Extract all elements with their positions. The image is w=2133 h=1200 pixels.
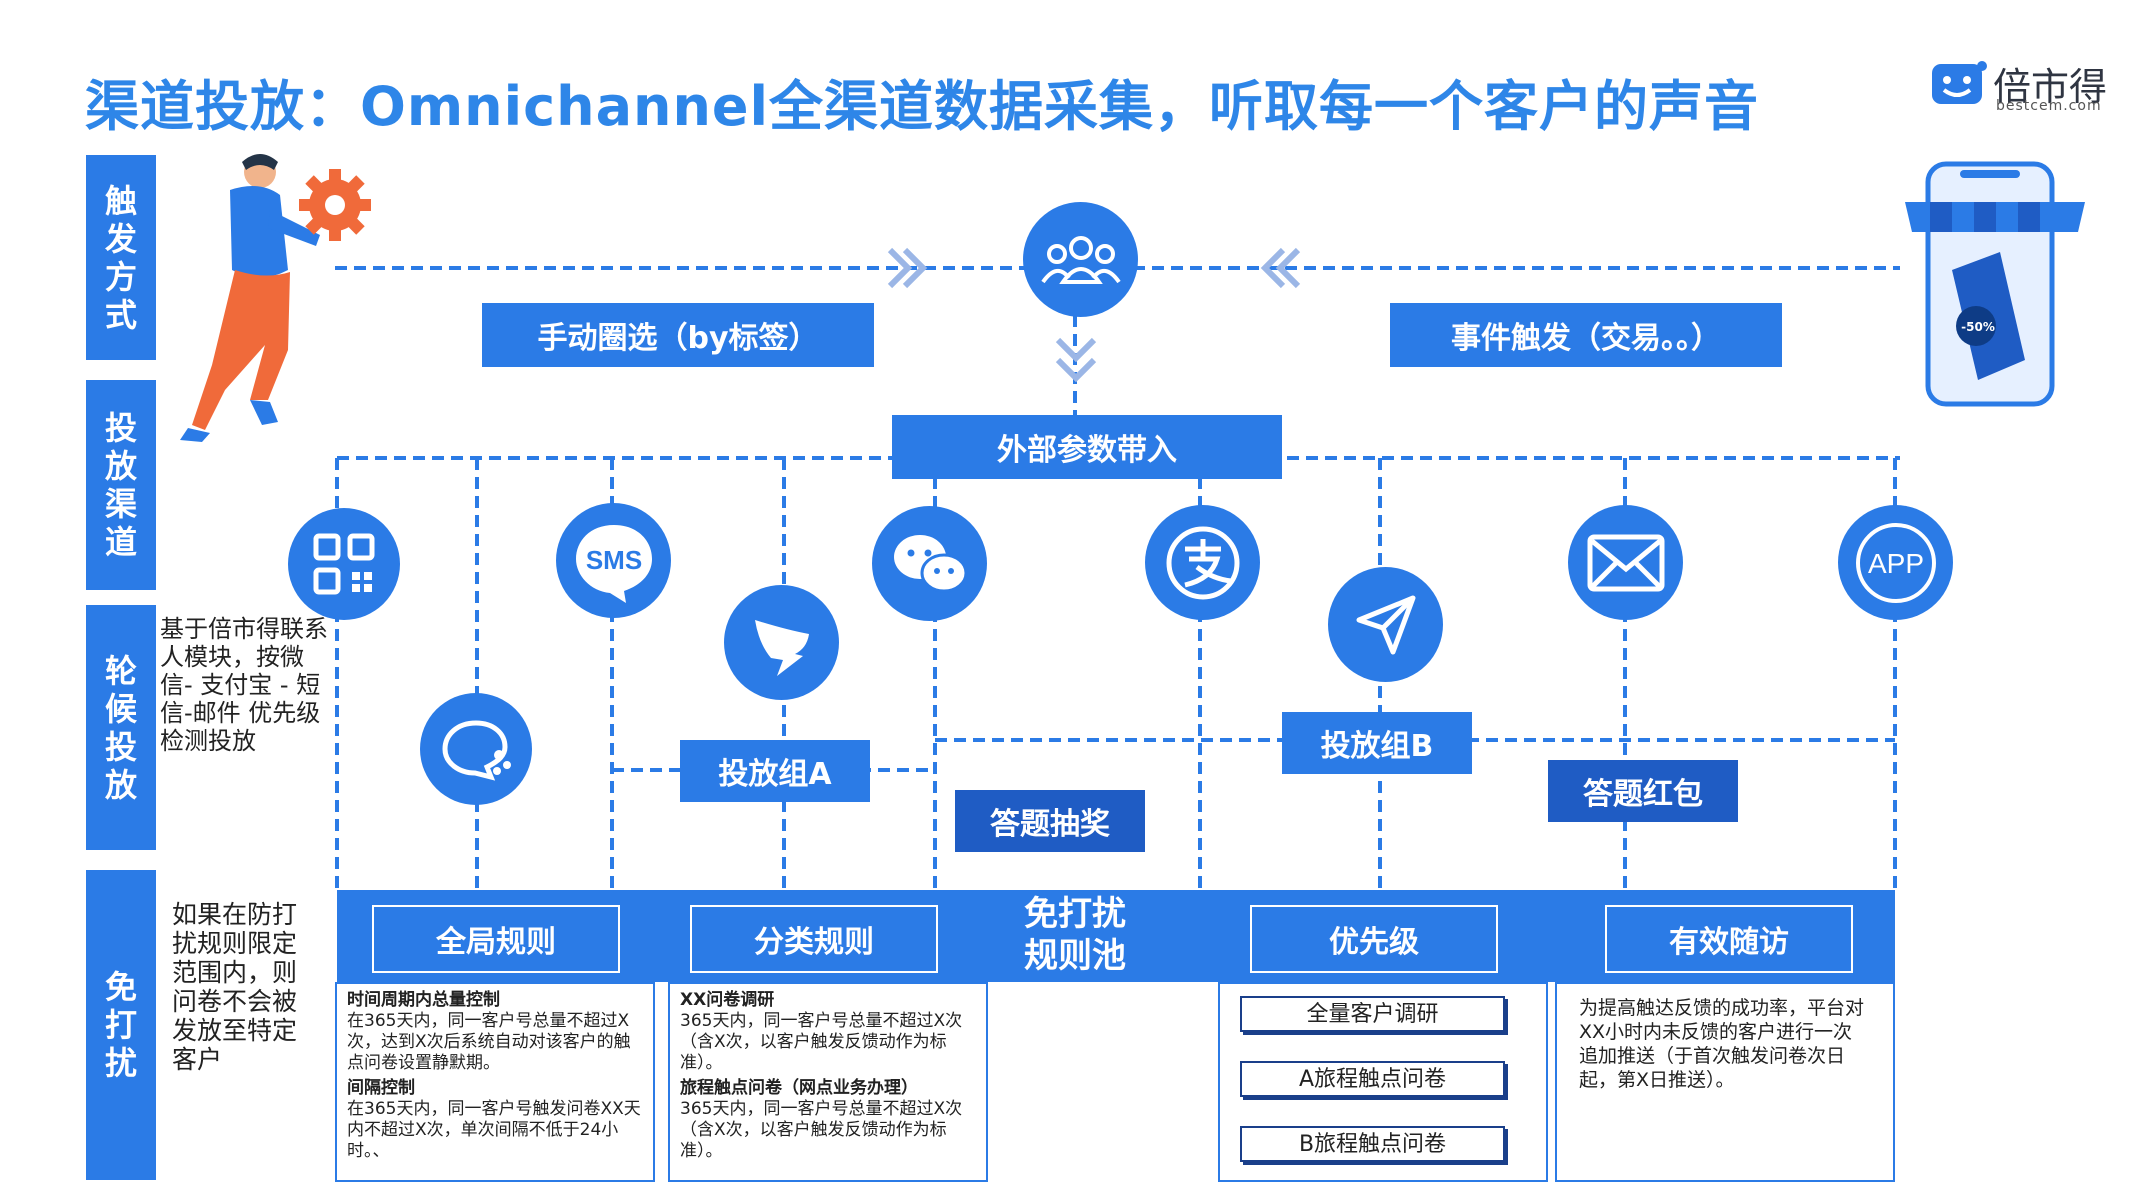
sidebar-channel: 投放渠道 bbox=[86, 380, 156, 590]
followup-text: 为提高触达反馈的成功率，平台对XX小时内未反馈的客户进行一次追加推送（于首次触发… bbox=[1579, 997, 1865, 1091]
global-rule-heading-1: 时间周期内总量控制 bbox=[347, 990, 500, 1010]
category-rule-heading-1: XX问卷调研 bbox=[680, 990, 775, 1010]
nodisturb-pool-title: 免打扰规则池 bbox=[1024, 894, 1126, 976]
qrcode-icon bbox=[313, 533, 375, 595]
logo-domain: bestcem.com bbox=[1996, 98, 2102, 114]
imessage-channel bbox=[420, 693, 532, 805]
send-channel bbox=[1328, 567, 1443, 682]
phone-icon bbox=[1905, 161, 2085, 407]
wechat-channel bbox=[872, 506, 987, 621]
sidebar-poll: 轮候投放 bbox=[86, 605, 156, 850]
logo-text: 倍市得 bbox=[1993, 65, 2108, 109]
priority-tab: 优先级 bbox=[1250, 905, 1498, 973]
nodisturb-note: 如果在防打扰规则限定范围内，则问卷不会被发放至特定客户 bbox=[172, 900, 298, 1074]
app-icon: APP bbox=[1855, 522, 1936, 603]
sms-icon: SMS bbox=[575, 524, 652, 603]
category-rules-tab: 分类规则 bbox=[690, 905, 938, 973]
email-channel bbox=[1568, 505, 1683, 620]
discount-tag: -50% bbox=[1961, 320, 1995, 334]
phone-shop-illustration: -50% bbox=[1900, 160, 2090, 410]
category-rule-text-1: 365天内，同一客户号总量不超过X次（含X次，以客户触发反馈动作为标准）。 bbox=[680, 1011, 963, 1073]
priority-panel: 全量客户调研 A旅程触点问卷 B旅程触点问卷 bbox=[1218, 982, 1548, 1182]
category-rule-text-2: 365天内，同一客户号总量不超过X次（含X次，以客户触发反馈动作为标准）。 bbox=[680, 1099, 963, 1161]
global-rules-panel: 时间周期内总量控制 在365天内，同一客户号总量不超过X次，达到X次后系统自动对… bbox=[335, 982, 655, 1182]
dingtalk-channel bbox=[724, 585, 839, 700]
global-rule-heading-2: 间隔控制 bbox=[347, 1078, 415, 1098]
priority-item: B旅程触点问卷 bbox=[1240, 1126, 1505, 1162]
followup-tab: 有效随访 bbox=[1605, 905, 1853, 973]
person-illustration bbox=[180, 154, 371, 442]
sms-label: SMS bbox=[585, 545, 641, 575]
wechat-icon bbox=[893, 534, 967, 592]
global-rule-text-1: 在365天内，同一客户号总量不超过X次，达到X次后系统自动对该客户的触点问卷设置… bbox=[347, 1011, 631, 1073]
event-trigger-box: 事件触发（交易。。） bbox=[1390, 303, 1782, 367]
page-title: 渠道投放：Omnichannel全渠道数据采集，听取每一个客户的声音 bbox=[85, 75, 1760, 138]
priority-item: A旅程触点问卷 bbox=[1240, 1061, 1505, 1097]
manual-trigger-box: 手动圈选（by标签） bbox=[482, 303, 874, 367]
category-rule-heading-2: 旅程触点问卷（网点业务办理） bbox=[680, 1078, 918, 1098]
group-b-box: 投放组B bbox=[1282, 712, 1472, 774]
mail-icon bbox=[1587, 534, 1664, 591]
poll-note: 基于倍市得联系人模块，按微信- 支付宝 - 短信-邮件 优先级检测投放 bbox=[160, 615, 328, 755]
priority-item: 全量客户调研 bbox=[1240, 996, 1505, 1032]
logo-icon bbox=[1932, 61, 1987, 104]
qrcode-channel bbox=[288, 508, 400, 620]
sidebar-trigger: 触发方式 bbox=[86, 155, 156, 360]
global-rules-tab: 全局规则 bbox=[372, 905, 620, 973]
alipay-icon bbox=[1166, 526, 1239, 599]
category-rules-panel: XX问卷调研 365天内，同一客户号总量不超过X次（含X次，以客户触发反馈动作为… bbox=[668, 982, 988, 1182]
external-params-box: 外部参数带入 bbox=[892, 415, 1282, 479]
global-rule-text-2: 在365天内，同一客户号触发问卷XX天内不超过X次，单次间隔不低于24小时。、 bbox=[347, 1099, 641, 1161]
redpacket-box: 答题红包 bbox=[1548, 760, 1738, 822]
app-label: APP bbox=[1867, 548, 1923, 579]
sms-channel: SMS bbox=[556, 503, 671, 618]
chat-bubble-icon bbox=[442, 720, 511, 781]
lottery-box: 答题抽奖 bbox=[955, 790, 1145, 852]
sidebar-nodisturb: 免打扰 bbox=[86, 870, 156, 1180]
dingtalk-icon bbox=[754, 619, 809, 676]
followup-panel: 为提高触达反馈的成功率，平台对XX小时内未反馈的客户进行一次追加推送（于首次触发… bbox=[1555, 982, 1895, 1182]
paper-plane-icon bbox=[1356, 595, 1415, 654]
users-icon bbox=[1040, 235, 1121, 284]
app-channel: APP bbox=[1838, 505, 1953, 620]
alipay-channel bbox=[1145, 505, 1260, 620]
users-hub bbox=[1023, 202, 1138, 317]
group-a-box: 投放组A bbox=[680, 740, 870, 802]
